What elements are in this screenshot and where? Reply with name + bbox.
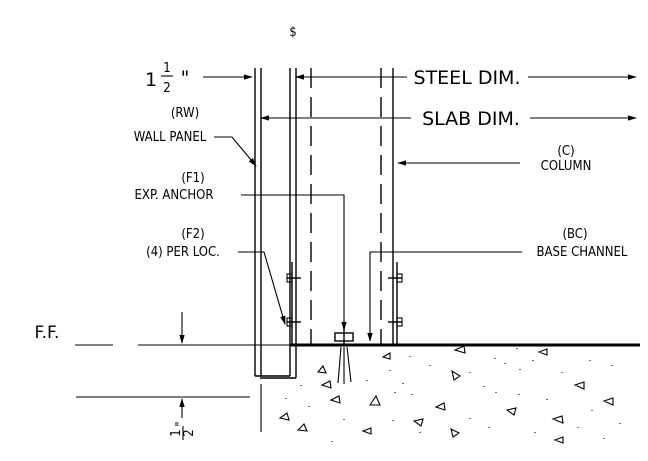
expansion-anchor: [334, 325, 354, 384]
steel-dimension: STEEL DIM.: [295, 67, 637, 89]
channel-bolts: [286, 273, 403, 327]
per-location-callout: (F2) (4) PER LOC.: [146, 227, 286, 325]
slab-dimension: SLAB DIM.: [260, 108, 637, 130]
bottom-offset-dimension: 1 2 ": [169, 421, 197, 440]
offset-top-inch: ": [181, 67, 190, 89]
finished-floor-label: F.F.: [35, 323, 60, 343]
column-label: COLUMN: [541, 159, 592, 174]
offset-bottom-inch: ": [174, 421, 189, 426]
column-callout: (C) COLUMN: [397, 144, 592, 174]
wall-panel-label: WALL PANEL: [134, 130, 207, 145]
exp-anchor-callout: (F1) EXP. ANCHOR: [135, 171, 347, 331]
exp-anchor-code: (F1): [181, 171, 204, 186]
offset-bottom-denominator: 2: [182, 429, 197, 436]
per-location-label: (4) PER LOC.: [146, 245, 220, 260]
column-code: (C): [557, 144, 574, 159]
base-channel-callout: (BC) BASE CHANNEL: [367, 227, 628, 342]
exp-anchor-label: EXP. ANCHOR: [135, 188, 214, 203]
centerline-symbol: $: [289, 25, 296, 40]
top-offset-dimension: 1 1 2 ": [145, 61, 324, 96]
base-channel-code: (BC): [562, 227, 587, 242]
floor-line: [75, 343, 640, 398]
concrete-hatch: [278, 345, 621, 444]
slab-dim-label: SLAB DIM.: [422, 108, 520, 130]
steel-dim-label: STEEL DIM.: [414, 67, 521, 89]
wall-panel-callout: (RW) WALL PANEL: [134, 106, 257, 167]
offset-top-denominator: 2: [163, 81, 170, 96]
offset-top-whole: 1: [145, 69, 157, 91]
wall-panel: [254, 68, 291, 432]
base-channel-label: BASE CHANNEL: [537, 245, 628, 260]
per-location-code: (F2): [181, 227, 204, 242]
offset-top-numerator: 1: [163, 61, 170, 76]
offset-bottom-numerator: 1: [169, 429, 184, 436]
wall-panel-code: (RW): [171, 106, 199, 121]
steel-column: [295, 68, 394, 346]
